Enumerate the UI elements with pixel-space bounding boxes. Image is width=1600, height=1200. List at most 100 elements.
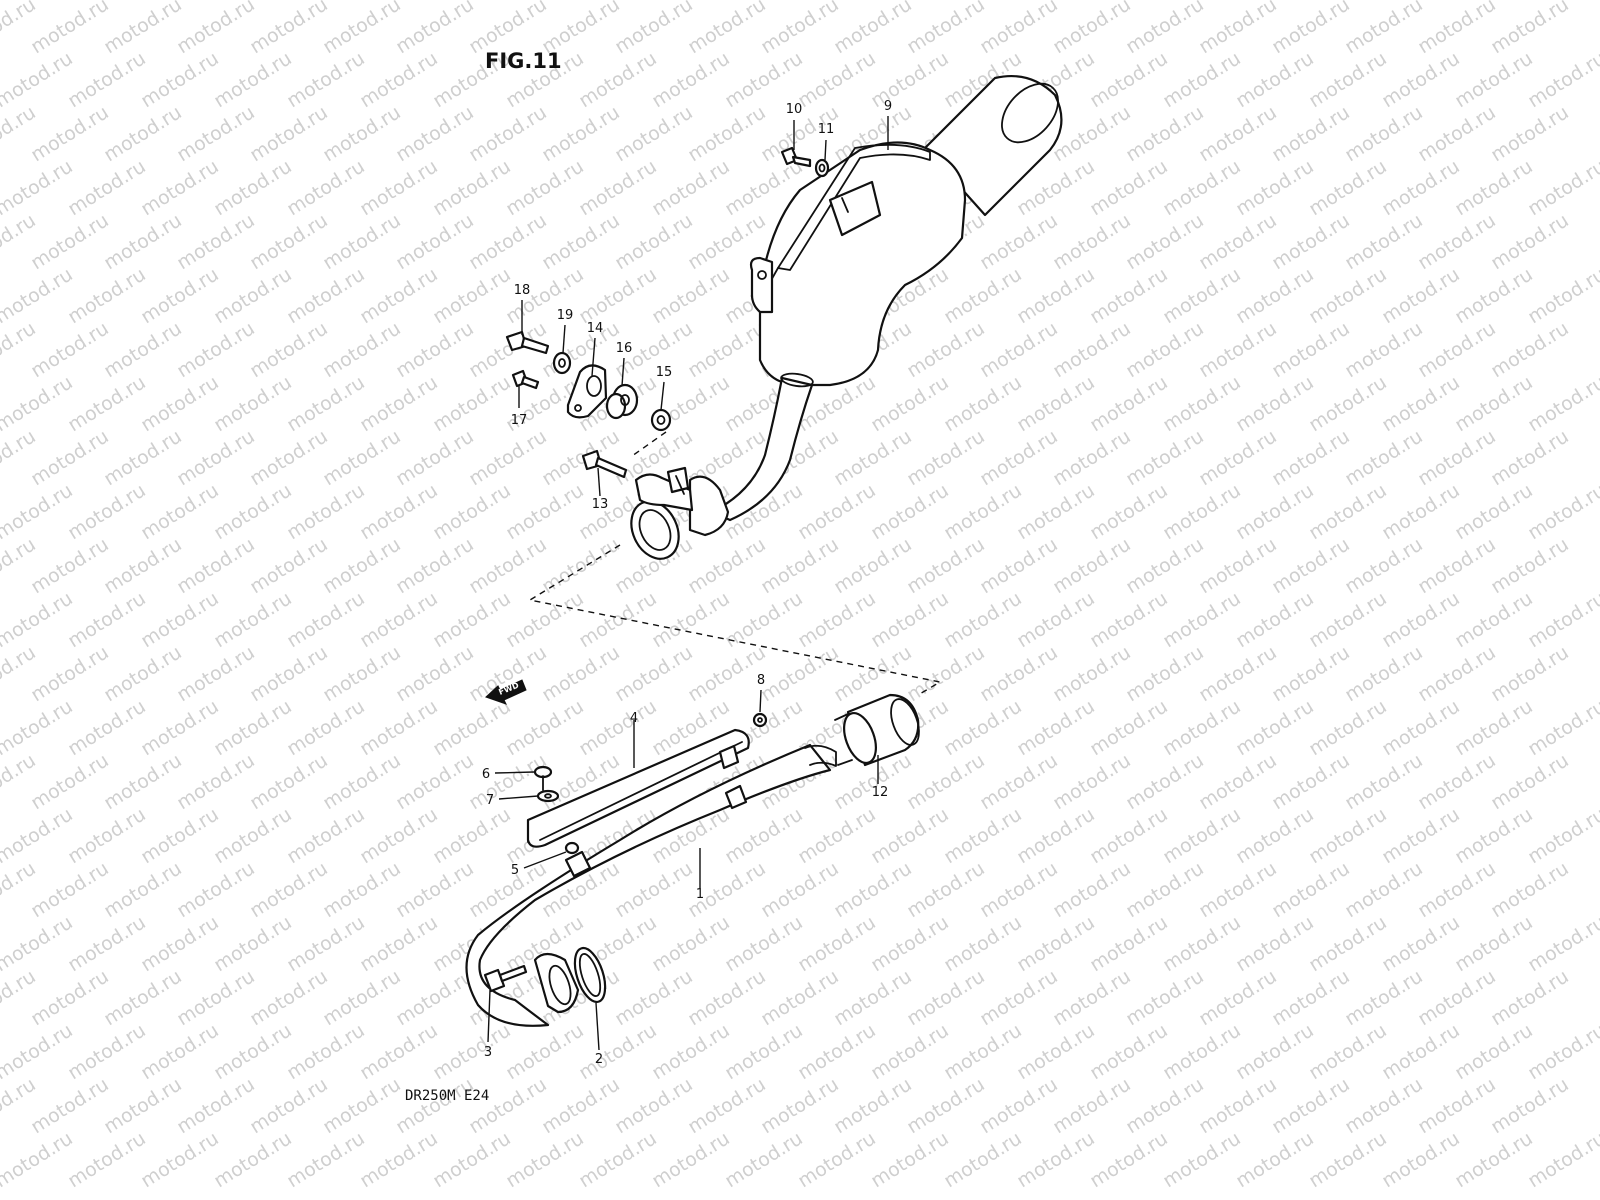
watermark-text: motod.ru [1013, 479, 1099, 544]
watermark-text: motod.ru [867, 803, 953, 868]
watermark-text: motod.ru [940, 695, 1026, 760]
watermark-text: motod.ru [27, 0, 113, 58]
watermark-text: motod.ru [392, 965, 478, 1030]
watermark-text: motod.ru [1232, 587, 1318, 652]
watermark-text: motod.ru [1341, 425, 1427, 490]
watermark-text: motod.ru [611, 101, 697, 166]
watermark-text: motod.ru [1341, 317, 1427, 382]
watermark-text: motod.ru [64, 263, 150, 328]
watermark-text: motod.ru [575, 695, 661, 760]
watermark-text: motod.ru [100, 101, 186, 166]
watermark-text: motod.ru [210, 47, 296, 112]
watermark-text: motod.ru [392, 101, 478, 166]
callout-18: 18 [514, 283, 531, 298]
watermark-text: motod.ru [210, 1019, 296, 1084]
watermark-text: motod.ru [246, 857, 332, 922]
watermark-text: motod.ru [1268, 533, 1354, 598]
watermark-text: motod.ru [1524, 911, 1600, 976]
watermark-text: motod.ru [246, 209, 332, 274]
watermark-text: motod.ru [1487, 641, 1573, 706]
watermark-text: motod.ru [976, 749, 1062, 814]
watermark-text: motod.ru [1451, 587, 1537, 652]
watermark-text: motod.ru [64, 695, 150, 760]
watermark-text: motod.ru [867, 1127, 953, 1192]
watermark-text: motod.ru [611, 209, 697, 274]
watermark-text: motod.ru [903, 749, 989, 814]
callout-11: 11 [818, 122, 835, 137]
watermark-text: motod.ru [1487, 965, 1573, 1030]
callout-numbers: 9 10 11 18 19 14 16 15 17 13 8 4 6 7 5 1… [482, 99, 892, 1067]
watermark-text: motod.ru [1159, 371, 1245, 436]
watermark-text: motod.ru [1451, 371, 1537, 436]
watermark-text: motod.ru [1524, 479, 1600, 544]
watermark-text: motod.ru [1049, 317, 1135, 382]
watermark-text: motod.ru [1487, 101, 1573, 166]
watermark-text: motod.ru [903, 1073, 989, 1138]
watermark-text: motod.ru [137, 47, 223, 112]
watermark-text: motod.ru [210, 911, 296, 976]
watermark-text: motod.ru [611, 965, 697, 1030]
watermark-text: motod.ru [1232, 155, 1318, 220]
watermark-text: motod.ru [1195, 1073, 1281, 1138]
watermark-text: motod.ru [1268, 0, 1354, 58]
bolt-17-drawing [511, 369, 540, 390]
watermark-text: motod.ru [319, 533, 405, 598]
watermark-text: motod.ru [1232, 911, 1318, 976]
watermark-text: motod.ru [429, 1127, 515, 1192]
watermark-text: motod.ru [1232, 1019, 1318, 1084]
watermark-text: motod.ru [1268, 101, 1354, 166]
watermark-text: motod.ru [648, 911, 734, 976]
watermark-text: motod.ru [1195, 965, 1281, 1030]
collar-15-drawing [650, 408, 672, 432]
watermark-text: motod.ru [1086, 479, 1172, 544]
watermark-text: motod.ru [611, 857, 697, 922]
watermark-text: motod.ru [502, 155, 588, 220]
watermark-text: motod.ru [283, 263, 369, 328]
watermark-text: motod.ru [1013, 371, 1099, 436]
watermark-text: motod.ru [1268, 425, 1354, 490]
watermark-text: motod.ru [1378, 263, 1464, 328]
watermark-text: motod.ru [903, 425, 989, 490]
watermark-text: motod.ru [100, 641, 186, 706]
watermark-text: motod.ru [392, 533, 478, 598]
watermark-text: motod.ru [1414, 0, 1500, 58]
watermark-text: motod.ru [1487, 1073, 1573, 1138]
watermark-text: motod.ru [1378, 155, 1464, 220]
watermark-text: motod.ru [903, 965, 989, 1030]
watermark-text: motod.ru [429, 155, 515, 220]
watermark-text: motod.ru [1086, 47, 1172, 112]
watermark-text: motod.ru [1305, 1127, 1391, 1192]
muffler-drawing [630, 74, 1063, 560]
watermark-text: motod.ru [684, 317, 770, 382]
watermark-text: motod.ru [611, 641, 697, 706]
watermark-text: motod.ru [794, 479, 880, 544]
watermark-text: motod.ru [283, 803, 369, 868]
watermark-text: motod.ru [210, 695, 296, 760]
watermark-text: motod.ru [283, 1019, 369, 1084]
watermark-text: motod.ru [1487, 425, 1573, 490]
watermark-text: motod.ru [100, 857, 186, 922]
watermark-text: motod.ru [1341, 749, 1427, 814]
watermark-text: motod.ru [392, 857, 478, 922]
watermark-text: motod.ru [794, 911, 880, 976]
model-code: DR250M E24 [405, 1088, 489, 1104]
watermark-text: motod.ru [976, 0, 1062, 58]
watermark-text: motod.ru [502, 587, 588, 652]
watermark-text: motod.ru [1341, 533, 1427, 598]
heat-shield-drawing [526, 728, 750, 848]
watermark-text: motod.ru [976, 425, 1062, 490]
watermark-text: motod.ru [1159, 695, 1245, 760]
watermark-text: motod.ru [830, 1073, 916, 1138]
callout-10: 10 [786, 102, 803, 117]
watermark-text: motod.ru [538, 425, 624, 490]
watermark-text: motod.ru [794, 803, 880, 868]
watermark-text: motod.ru [757, 1073, 843, 1138]
watermark-text: motod.ru [538, 209, 624, 274]
watermark-text: motod.ru [1232, 479, 1318, 544]
watermark-text: motod.ru [1268, 209, 1354, 274]
watermark-text: motod.ru [1232, 263, 1318, 328]
watermark-text: motod.ru [575, 1127, 661, 1192]
watermark-text: motod.ru [210, 155, 296, 220]
watermark-text: motod.ru [392, 1073, 478, 1138]
watermark-text: motod.ru [1378, 695, 1464, 760]
